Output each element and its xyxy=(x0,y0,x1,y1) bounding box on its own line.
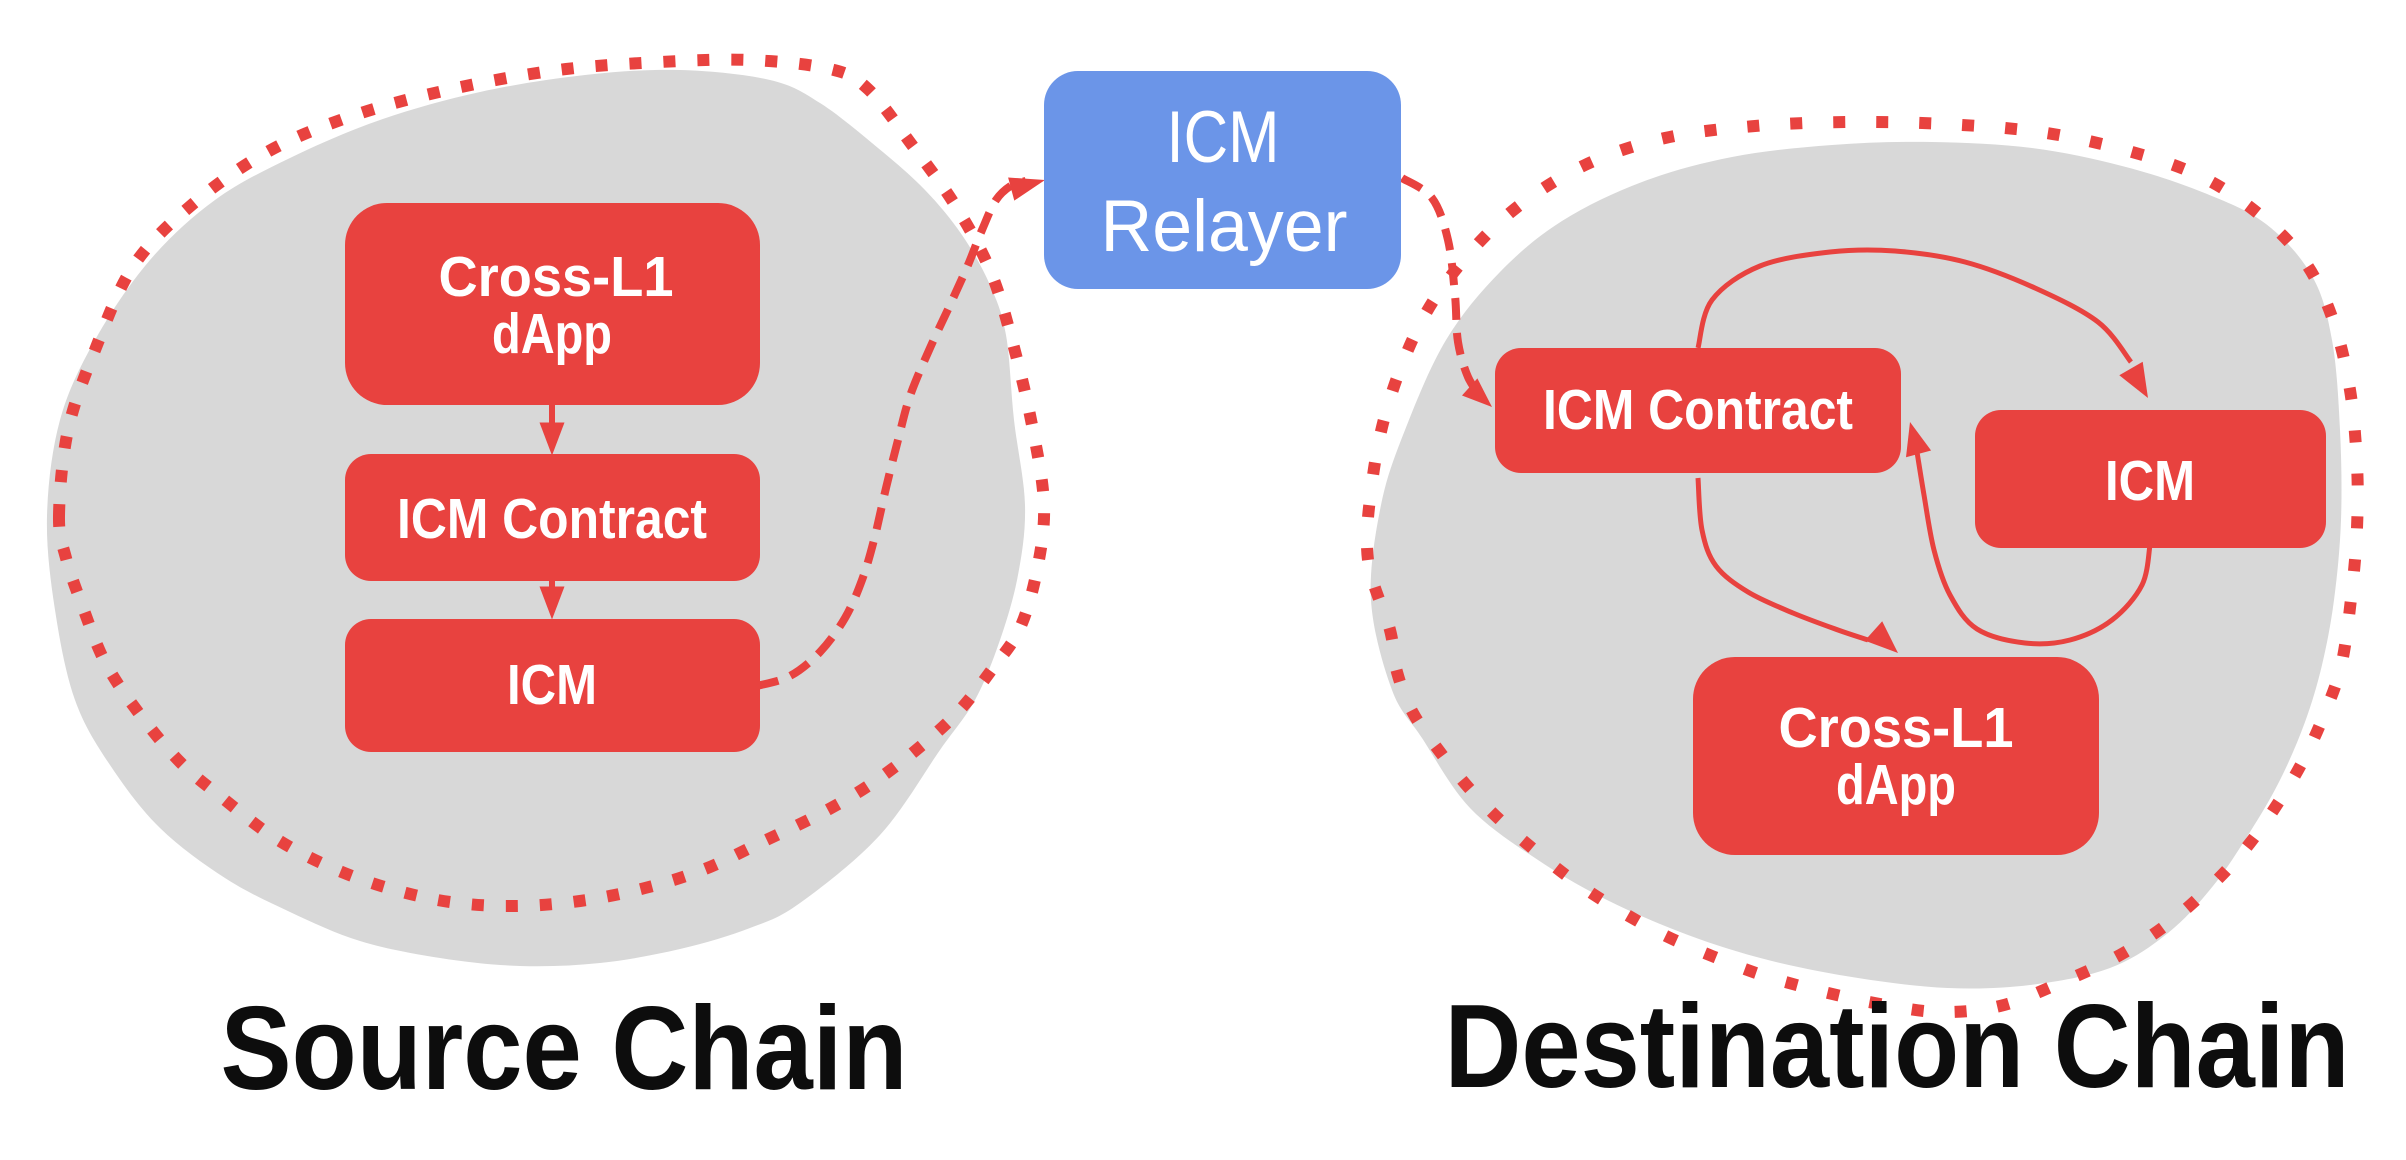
svg-text:dApp: dApp xyxy=(1836,753,1956,817)
svg-text:Cross-L1: Cross-L1 xyxy=(1779,696,2014,760)
svg-text:ICM: ICM xyxy=(2105,449,2195,513)
svg-text:Cross-L1: Cross-L1 xyxy=(439,245,674,309)
svg-text:ICM Contract: ICM Contract xyxy=(1543,378,1853,442)
svg-text:Source Chain: Source Chain xyxy=(221,982,908,1115)
svg-text:ICM: ICM xyxy=(1167,97,1280,178)
svg-text:Destination Chain: Destination Chain xyxy=(1445,980,2350,1113)
svg-text:dApp: dApp xyxy=(492,302,612,366)
svg-text:Relayer: Relayer xyxy=(1101,186,1348,267)
svg-text:ICM: ICM xyxy=(507,653,597,717)
svg-text:ICM Contract: ICM Contract xyxy=(397,487,707,551)
